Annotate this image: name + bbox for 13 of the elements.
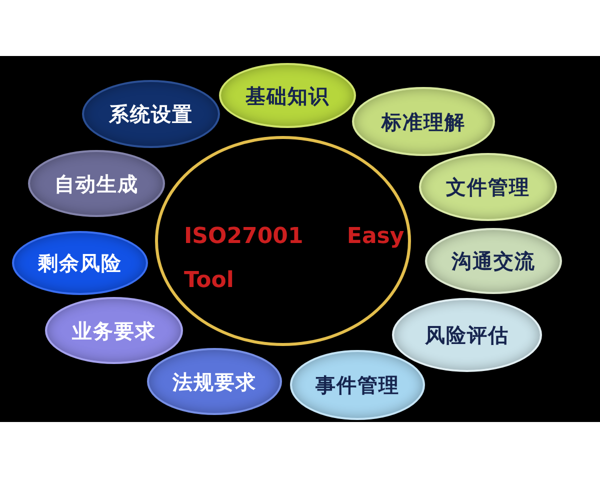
topic-label: 业务要求 [72, 320, 156, 340]
topic-label: 基础知识 [246, 86, 330, 106]
topic-label: 文件管理 [446, 177, 530, 197]
topic-label: 剩余风险 [38, 253, 122, 273]
topic-label: 自动生成 [54, 174, 138, 194]
topic-label: 沟通交流 [452, 251, 536, 271]
topic-label: 事件管理 [316, 375, 400, 395]
topic-label: 法规要求 [172, 372, 256, 392]
topic-label: 系统设置 [109, 104, 193, 124]
topic-label: 风险评估 [425, 325, 509, 345]
topic-oval [45, 297, 183, 364]
topic-label: 标准理解 [382, 112, 466, 132]
hub-title: ISO27001 Easy Tool [184, 223, 406, 295]
